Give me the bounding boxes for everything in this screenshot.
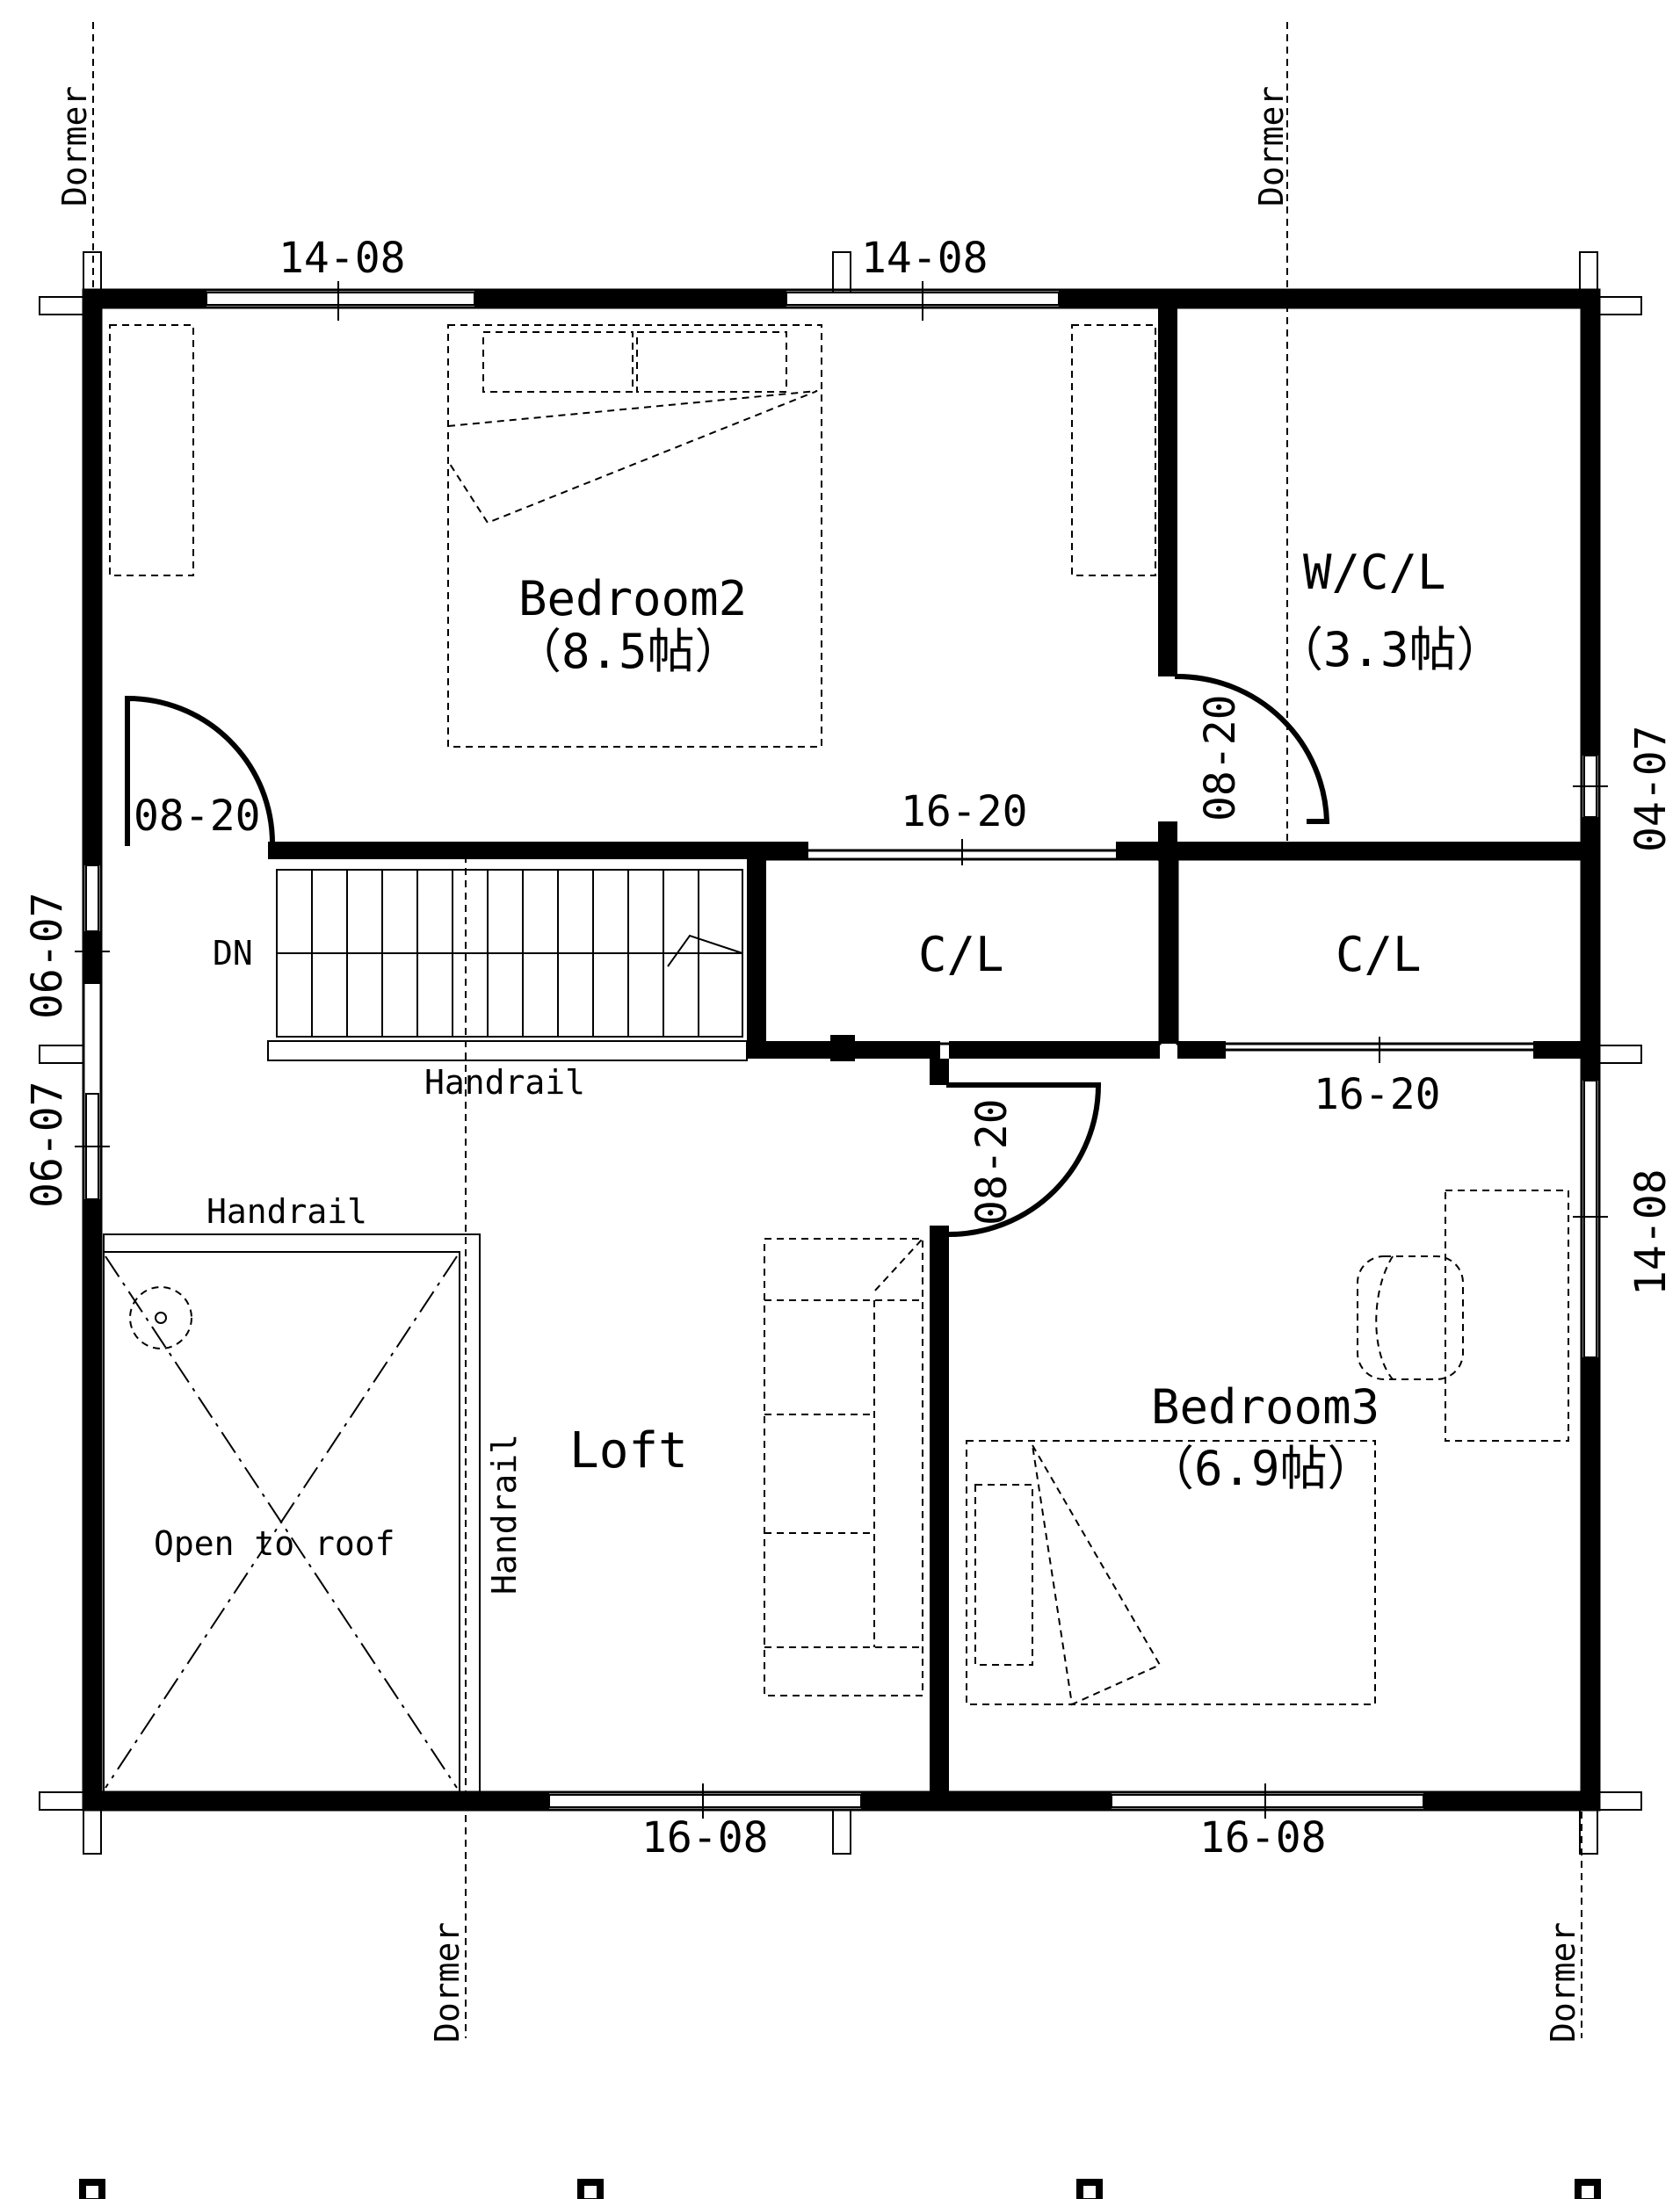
open-to-roof-label: Open to roof: [154, 1524, 395, 1563]
room-name-cl-1: C/L: [918, 927, 1004, 982]
handrails: [105, 1233, 481, 1792]
window-label-top-right: 14-08: [861, 234, 988, 283]
dormer-label-top-left: Dormer: [55, 86, 94, 206]
room-name-loft: Loft: [569, 1422, 688, 1479]
handrail-label-stair: Handrail: [424, 1063, 585, 1102]
room-area-wcl: （3.3帖）: [1276, 622, 1504, 677]
window-label-right-bedroom3: 14-08: [1626, 1169, 1676, 1297]
windows: [75, 281, 1608, 1819]
room-name-bedroom3: Bedroom3: [1151, 1379, 1379, 1435]
window-label-bottom-left: 16-08: [641, 1813, 769, 1863]
room-area-bedroom3: （6.9帖）: [1147, 1441, 1375, 1496]
window-label-left-lower: 06-07: [23, 1081, 72, 1209]
room-name-cl-2: C/L: [1336, 927, 1422, 982]
window-label-top-left: 14-08: [279, 234, 406, 283]
stairs: [267, 869, 748, 1061]
doors: [125, 673, 1330, 1238]
room-name-bedroom2: Bedroom2: [518, 571, 747, 626]
door-label-bedroom2: 08-20: [134, 792, 261, 841]
handrail-label-void-side: Handrail: [485, 1434, 524, 1595]
grid-markers: [79, 2179, 1601, 2199]
door-label-wcl: 08-20: [1196, 695, 1245, 822]
window-label-bottom-right: 16-08: [1199, 1813, 1327, 1863]
interior-walls: [268, 307, 1583, 1797]
door-label-closet-top: 16-20: [901, 787, 1028, 836]
dormer-label-bottom-center: Dormer: [428, 1922, 467, 2043]
window-label-left-upper: 06-07: [23, 893, 72, 1020]
dormer-lines: [92, 22, 1582, 2038]
dormer-label-bottom-right: Dormer: [1544, 1922, 1582, 2043]
room-area-bedroom2: （8.5帖）: [514, 624, 742, 679]
door-label-bedroom3: 08-20: [967, 1099, 1017, 1226]
stair-down-label: DN: [213, 934, 253, 973]
open-to-roof-void: [103, 1233, 481, 1793]
window-label-right-wcl: 04-07: [1626, 726, 1676, 853]
door-label-closet-bottom: 16-20: [1314, 1070, 1441, 1119]
furniture: [109, 324, 1569, 1706]
room-name-wcl: W/C/L: [1303, 545, 1446, 600]
handrail-label-void-top: Handrail: [206, 1192, 367, 1231]
dormer-label-top-right: Dormer: [1252, 86, 1291, 206]
